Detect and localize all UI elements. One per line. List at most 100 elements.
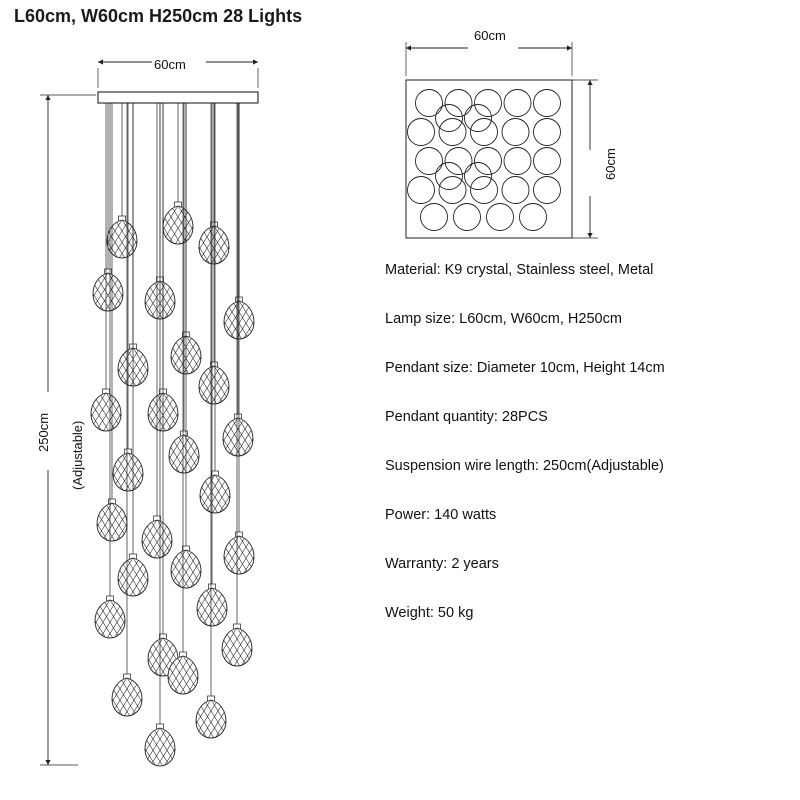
crystal-pendant [196, 587, 228, 627]
crystal-facets [118, 348, 148, 386]
crystal-facets [224, 536, 254, 574]
top-view-pendant-circle [438, 118, 467, 146]
top-view-pendant-circle [533, 176, 561, 204]
top-view-pendant-circle [470, 118, 498, 146]
crystal-pendant [199, 474, 231, 514]
top-view-pendant-circle [486, 203, 514, 231]
crystal-pendant [195, 699, 227, 739]
crystal-pendant [198, 225, 230, 265]
pendant-cap [106, 595, 114, 602]
spec-line: Lamp size: L60cm, W60cm, H250cm [385, 310, 622, 327]
crystal-pendant [144, 727, 176, 767]
top-height-arrow-bottom [587, 233, 593, 238]
top-view-pendant-circle [533, 89, 561, 117]
top-view-pendant-circle [464, 162, 492, 190]
crystal-pendant [168, 434, 200, 474]
pendant-cap [208, 583, 216, 590]
spec-line: Pendant quantity: 28PCS [385, 408, 548, 425]
top-view-pendant-circle [533, 118, 561, 146]
crystal-facets [145, 728, 175, 766]
crystal-pendant [111, 677, 143, 717]
crystal-facets [118, 558, 148, 596]
top-view-pendant-circle [438, 176, 467, 204]
page-title: L60cm, W60cm H250cm 28 Lights [14, 6, 303, 26]
top-view-pendant-circle [415, 89, 443, 117]
pendant-cap [156, 723, 164, 730]
crystal-pendant [162, 205, 194, 245]
crystal-facets [169, 435, 199, 473]
crystal-facets [93, 273, 123, 311]
crystal-facets [199, 226, 229, 264]
crystal-pendant [198, 365, 230, 405]
pendant-cap [159, 388, 167, 395]
crystal-facets [113, 453, 143, 491]
crystal-facets [148, 638, 178, 676]
spec-line: Pendant size: Diameter 10cm, Height 14cm [385, 359, 665, 376]
top-view-pendant-circle [407, 118, 435, 146]
top-view-pendant-circle [519, 203, 547, 231]
crystal-pendant [223, 535, 255, 575]
crystal-pendant [112, 452, 144, 492]
crystal-facets [168, 656, 198, 694]
top-view-pendant-circle [444, 147, 473, 175]
crystal-facets [97, 503, 127, 541]
pendant-cap [159, 633, 167, 640]
top-view-height-label: 60cm [603, 148, 618, 180]
top-view-pendant-circle [501, 118, 530, 146]
canopy-plate [97, 91, 259, 104]
pendant-cap [210, 361, 218, 368]
crystal-pendant [167, 655, 199, 695]
pendant-cap [118, 215, 126, 222]
spec-line: Material: K9 crystal, Stainless steel, M… [385, 262, 654, 278]
pendant-cap [129, 343, 137, 350]
top-width-arrow-right [567, 45, 572, 51]
pendant-cap [235, 296, 243, 303]
pendant-cap [233, 623, 241, 630]
top-view-pendant-circle [503, 89, 532, 117]
pendant-cap [174, 201, 182, 208]
spec-list: Material: K9 crystal, Stainless steel, M… [385, 262, 795, 655]
crystal-facets [197, 588, 227, 626]
pendant-cap [235, 531, 243, 538]
top-view-pendant-circle [415, 147, 443, 175]
crystal-pendant [147, 637, 179, 677]
top-view-pendant-circle [503, 147, 532, 175]
crystal-pendant [147, 392, 179, 432]
top-view-pendant-circle [453, 203, 481, 231]
top-view-pendant-circle [444, 89, 473, 117]
crystal-facets [200, 475, 230, 513]
front-view-width-label: 60cm [154, 57, 186, 72]
top-view-width-label: 60cm [474, 28, 506, 43]
top-height-arrow-top [587, 80, 593, 85]
top-view-frame [405, 79, 573, 239]
pendant-cap [207, 695, 215, 702]
pendant-cap [124, 448, 132, 455]
crystal-facets [148, 393, 178, 431]
front-width-arrow-left [98, 59, 103, 65]
pendant-cap [108, 498, 116, 505]
crystal-pendant [222, 417, 254, 457]
top-view-pendant-circle [420, 203, 448, 231]
crystal-pendant [223, 300, 255, 340]
pendant-cap [182, 331, 190, 338]
front-height-arrow-top [45, 95, 51, 100]
crystal-facets [199, 366, 229, 404]
crystal-pendant [144, 280, 176, 320]
top-view-pendant-circle [474, 147, 502, 175]
crystal-facets [222, 628, 252, 666]
crystal-pendant [221, 627, 253, 667]
crystal-pendant [117, 557, 149, 597]
crystal-facets [142, 520, 172, 558]
pendant-cap [102, 388, 110, 395]
pendant-cap [211, 470, 219, 477]
top-view-pendant-circle [501, 176, 530, 204]
crystal-facets [163, 206, 193, 244]
pendant-cap [104, 268, 112, 275]
spec-line: Suspension wire length: 250cm(Adjustable… [385, 457, 664, 474]
crystal-facets [112, 678, 142, 716]
top-view-pendant-circle [533, 147, 561, 175]
crystal-facets [223, 418, 253, 456]
crystal-facets [171, 336, 201, 374]
pendant-cap [182, 545, 190, 552]
